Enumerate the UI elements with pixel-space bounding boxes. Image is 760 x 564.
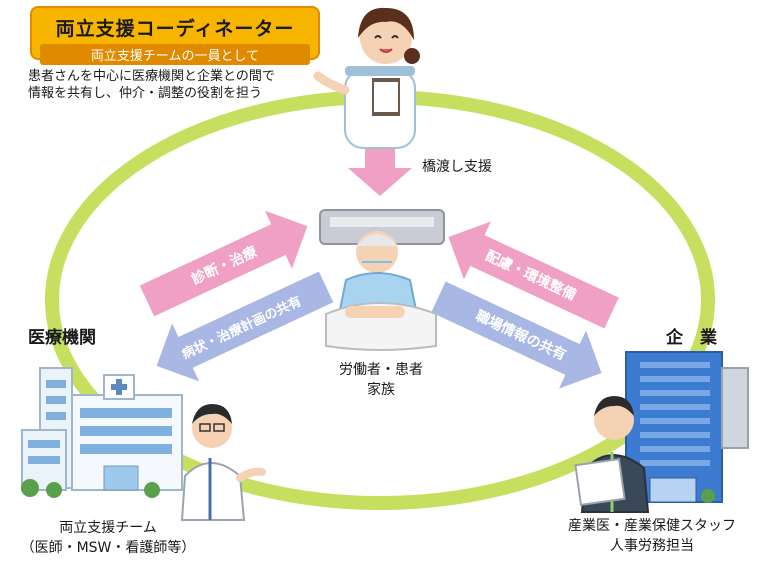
medical-team-line2: （医師・MSW・看護師等） — [20, 540, 196, 556]
patient-figure — [319, 209, 445, 351]
company-heading: 企 業 — [666, 328, 717, 348]
coordinator-title: 両立支援コーディネーター — [55, 18, 295, 40]
coordinator-desc-line2: 情報を共有し、仲介・調整の役割を担う — [28, 86, 263, 101]
coordinator-desc-line1: 患者さんを中心に医療機関と企業との間で — [28, 69, 275, 84]
coordinator-subtitle: 両立支援チームの一員として — [40, 44, 310, 65]
coordinator-description: 患者さんを中心に医療機関と企業との間で 情報を共有し、仲介・調整の役割を担う — [28, 68, 275, 102]
staff-figure — [574, 396, 650, 513]
medical-team-line1: 両立支援チーム — [59, 520, 157, 536]
arrow-workplace — [431, 281, 602, 389]
bridge-label: 橋渡し支援 — [422, 159, 492, 175]
nurse-figure — [313, 7, 420, 149]
arrow-diagnosis — [139, 210, 308, 317]
company-staff-line1: 産業医・産業保健スタッフ — [568, 518, 736, 534]
arrow-condition — [156, 271, 334, 382]
patient-label: 労働者・患者 家族 — [326, 360, 436, 400]
medical-team-label: 両立支援チーム （医師・MSW・看護師等） — [8, 518, 208, 558]
medical-heading: 医療機関 — [28, 328, 96, 348]
hospital-building — [21, 367, 183, 498]
company-building — [625, 351, 749, 503]
patient-label-line1: 労働者・患者 — [339, 362, 423, 378]
coordinator-title-box: 両立支援コーディネーター 両立支援チームの一員として — [30, 6, 320, 65]
arrow-consideration — [448, 221, 619, 329]
patient-label-line2: 家族 — [367, 382, 395, 398]
company-staff-label: 産業医・産業保健スタッフ 人事労務担当 — [548, 516, 756, 556]
bridge-arrow — [348, 148, 412, 196]
doctor-figure — [180, 404, 266, 521]
company-staff-line2: 人事労務担当 — [610, 538, 694, 554]
